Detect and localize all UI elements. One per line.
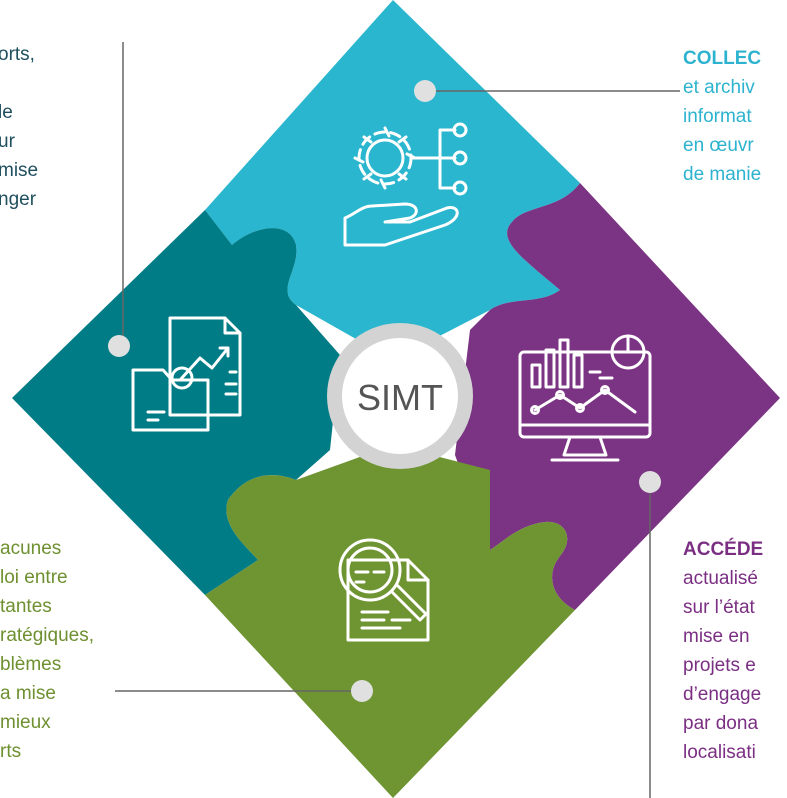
center-disc xyxy=(342,338,458,454)
puzzle-piece-bottom xyxy=(205,445,575,798)
callout-heading-bottom-right: ACCÉDE xyxy=(683,539,764,560)
connector-dot-top-left xyxy=(108,335,130,357)
puzzle-piece-left xyxy=(12,210,340,595)
connector-dot-bottom-left xyxy=(351,680,373,702)
center-label: SIMT xyxy=(357,377,443,418)
callout-heading-top-right: COLLEC xyxy=(683,48,762,69)
folder-report-icon xyxy=(131,316,242,432)
puzzle-piece-right xyxy=(455,183,780,610)
puzzle-piece-top xyxy=(205,0,580,360)
connector-dot-top-right xyxy=(414,80,436,102)
monitor-analytics-icon xyxy=(518,334,652,462)
document-search-icon xyxy=(338,538,430,642)
gear-hand-network-icon xyxy=(343,122,468,247)
callout-text-bottom-left: acunes loi entre tantes ratégiques, blèm… xyxy=(0,538,95,762)
connector-dot-bottom-right xyxy=(639,471,661,493)
callout-text-top-left: orts, le ur mise nger xyxy=(0,44,39,210)
